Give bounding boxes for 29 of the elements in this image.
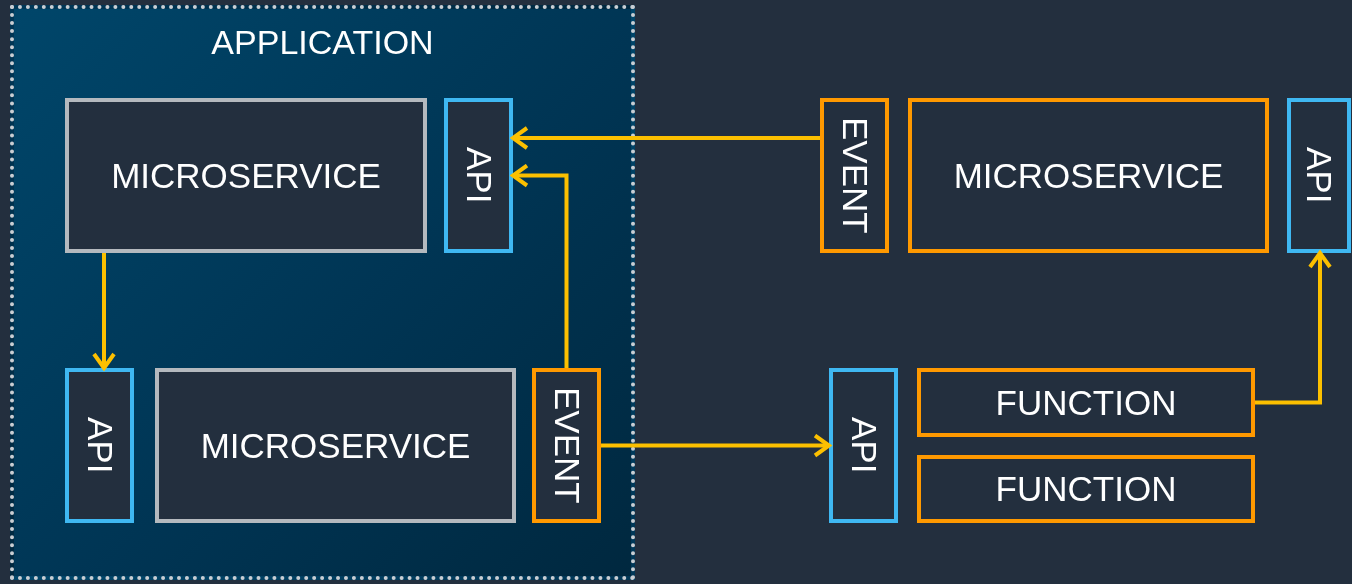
microservice-box bbox=[155, 368, 516, 523]
api-box bbox=[1287, 98, 1351, 253]
event-box bbox=[820, 98, 889, 253]
box-label: EVENT bbox=[834, 117, 875, 234]
microservice-box bbox=[65, 98, 427, 253]
api-box bbox=[65, 368, 134, 523]
box-label: API bbox=[458, 147, 499, 204]
application-group-box bbox=[10, 5, 635, 580]
box-label: EVENT bbox=[546, 387, 587, 504]
function-box bbox=[917, 455, 1255, 523]
api-box bbox=[829, 368, 898, 523]
box-label: MICROSERVICE bbox=[200, 425, 471, 466]
box-label: MICROSERVICE bbox=[953, 155, 1224, 196]
box-label: FUNCTION bbox=[995, 382, 1177, 423]
box-label: API bbox=[79, 417, 120, 474]
arrow bbox=[601, 433, 831, 458]
arrow bbox=[511, 126, 820, 150]
arrow bbox=[511, 163, 569, 368]
group-title: APPLICATION bbox=[211, 23, 434, 62]
box-label: API bbox=[1299, 147, 1339, 204]
function-box bbox=[917, 368, 1255, 437]
box-label: API bbox=[843, 417, 884, 474]
api-box bbox=[444, 98, 513, 253]
event-box bbox=[532, 368, 601, 523]
box-label: MICROSERVICE bbox=[111, 155, 381, 196]
arrow bbox=[1255, 251, 1332, 405]
arrow bbox=[92, 253, 116, 370]
microservice-box bbox=[908, 98, 1269, 253]
box-label: FUNCTION bbox=[995, 469, 1177, 509]
